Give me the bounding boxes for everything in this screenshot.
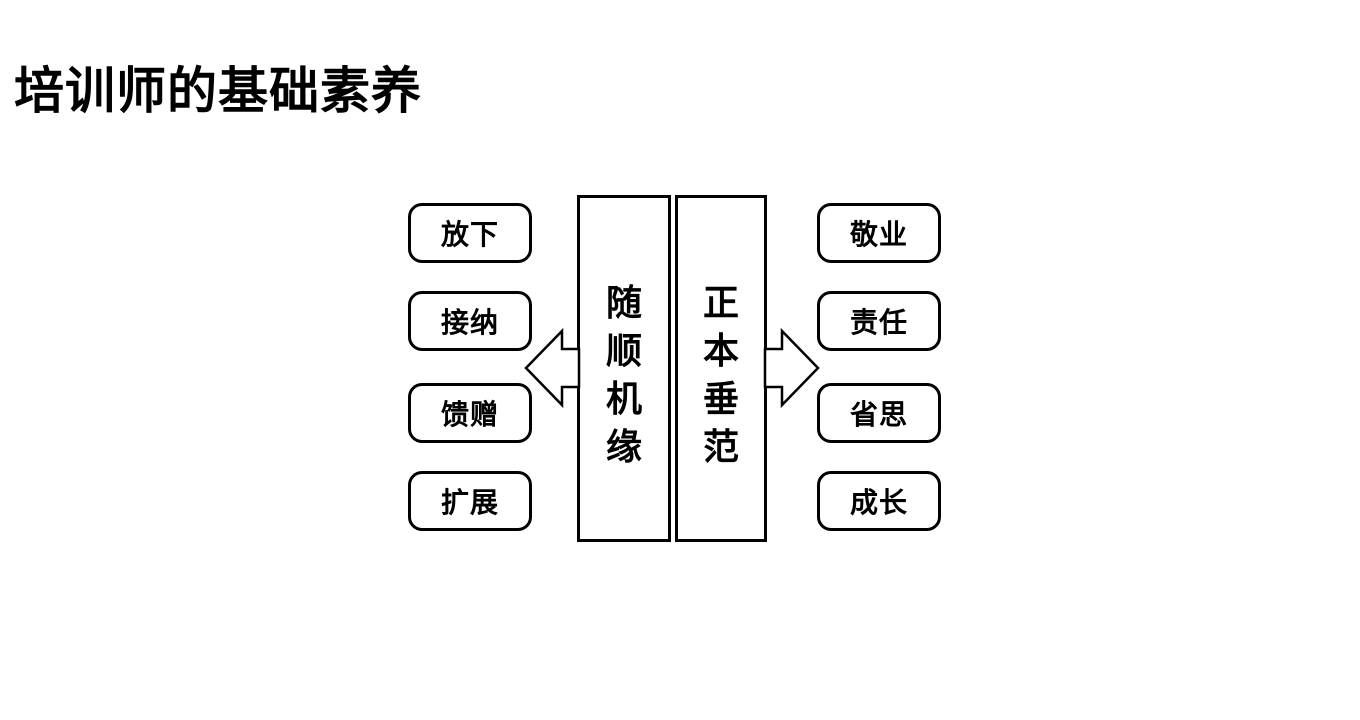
left-arrow-icon — [524, 327, 581, 409]
right-item-1: 敬业 — [817, 203, 941, 263]
slide-title: 培训师的基础素养 — [14, 63, 422, 119]
right-item-4: 成长 — [817, 471, 941, 531]
right-item-3: 省思 — [817, 383, 941, 443]
left-item-2: 接纳 — [408, 291, 532, 351]
left-item-3: 馈赠 — [408, 383, 532, 443]
right-arrow-icon — [763, 327, 820, 409]
right-item-2: 责任 — [817, 291, 941, 351]
center-left-rect: 随顺机缘 — [577, 195, 671, 542]
left-item-4: 扩展 — [408, 471, 532, 531]
center-left-text: 随顺机缘 — [605, 281, 642, 467]
center-right-text: 正本垂范 — [702, 281, 739, 467]
center-right-rect: 正本垂范 — [675, 195, 767, 542]
left-item-1: 放下 — [408, 203, 532, 263]
